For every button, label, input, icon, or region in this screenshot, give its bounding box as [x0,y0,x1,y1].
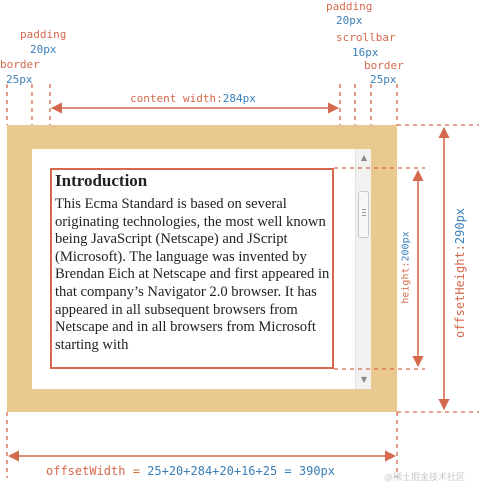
scrollbar-value: 16px [352,46,379,59]
content-width-label: content width:284px [130,92,256,105]
content-area: Introduction This Ecma Standard is based… [55,171,331,367]
content-width-value: 284px [222,92,256,105]
height-name: height: [400,261,412,304]
scrollbar[interactable]: ▲ ▼ [355,149,371,389]
content-area-outline [50,168,334,369]
padding-right-label: padding [326,0,373,13]
scroll-up-arrow-icon[interactable]: ▲ [360,153,368,162]
border-left-label: border [0,58,40,71]
border-left-value: 25px [6,73,33,86]
offset-width-name: offsetWidth = [46,464,148,478]
content-paragraph: This Ecma Standard is based on several o… [55,196,330,353]
grip-line-icon [362,209,366,210]
grip-line-icon [362,215,366,216]
padding-left-value: 20px [30,43,57,56]
padding-left-label: padding [20,28,67,41]
scroll-thumb[interactable] [358,191,369,238]
height-label: height:200px [401,210,412,326]
offset-height-name: offsetHeight: [453,244,467,339]
padding-area [32,149,371,389]
watermark: @稀土掘金技术社区 [384,473,466,483]
padding-right-value: 20px [336,14,363,27]
scrollbar-label: scrollbar [336,31,396,44]
border-right-label: border [364,59,404,72]
offset-height-label: offsetHeight:290px [453,195,467,351]
border-right-value: 25px [370,73,397,86]
grip-line-icon [362,212,366,213]
height-value: 200px [400,231,412,262]
content-width-name: content width: [130,92,223,105]
scroll-down-arrow-icon[interactable]: ▼ [360,375,368,384]
offset-height-value: 290px [453,207,467,245]
content-heading: Introduction [55,171,148,190]
offset-width-label: offsetWidth = 25+20+284+20+16+25 = 390px [46,464,335,478]
offset-width-value: 25+20+284+20+16+25 = 390px [147,464,335,478]
